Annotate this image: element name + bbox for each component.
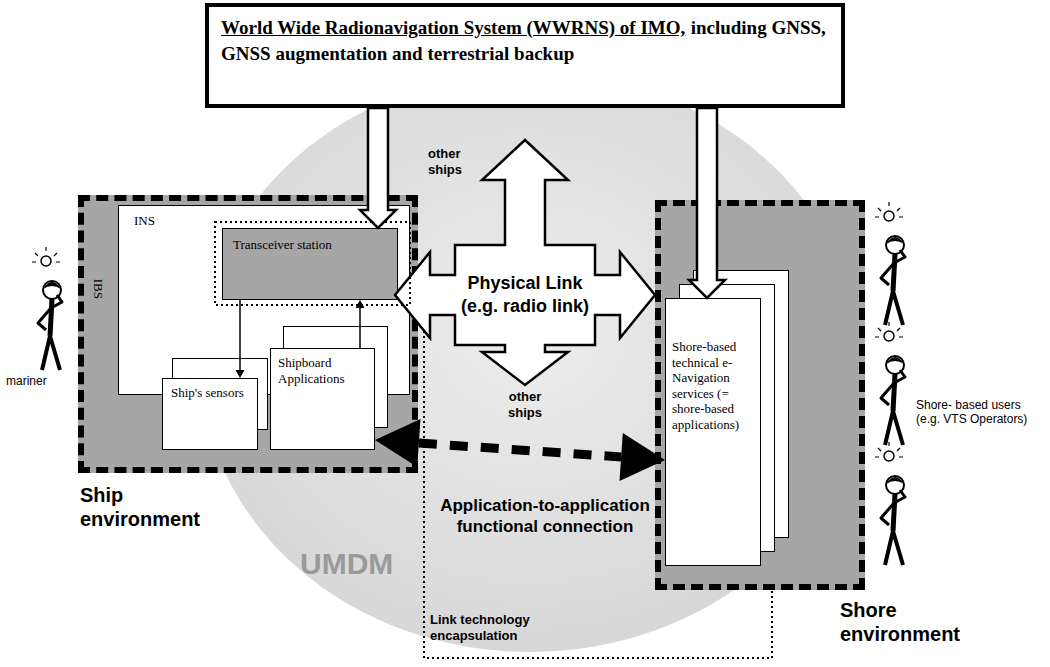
shore-environment-region: Shore environmentShore-based technical e… [655,200,865,590]
text-block: World Wide Radionavigation System (WWRNS… [221,15,829,67]
node-text: Shore-based technical e-Navigation servi… [672,339,754,433]
text-holder: Shore environment [840,598,990,646]
text-holder: Application-to-application functional co… [430,495,660,537]
text-holder: other ships [428,146,478,177]
sensor-box: Ship's sensors [162,378,258,450]
arrow-head [236,370,245,378]
cross-arrow-outline [395,140,655,385]
arrow-head [375,419,421,467]
application-box: Shipboard Applications [270,348,375,450]
node-label: INS [134,213,174,229]
connection-label: Application-to-application functional co… [430,495,660,537]
node-text: Ship's sensors [171,385,249,401]
hollow-arrow [689,108,725,298]
text-holder: Physical Link (e.g. radio link) [460,272,590,318]
arrow-head [620,433,666,481]
user-figure [875,442,905,565]
text-holder: IBS [84,281,112,297]
dashed-shaft [419,443,621,457]
arrow-shaft [239,300,241,370]
text-holder: Ship environment [80,483,230,531]
user-figure [875,202,905,325]
text-holder: Link technology encapsulation [430,612,570,643]
node-label: Shore environment [840,598,990,646]
connector [689,108,725,298]
region-label: Link technology encapsulation [430,612,570,643]
connector [356,300,365,348]
text-holder: other ships [500,389,550,420]
ibs-region: IBS INS Transceiver stationShip's sensors S… [84,201,412,467]
connector [360,108,396,228]
arrow-head [356,300,365,308]
user-figure [875,322,905,445]
transceiver-box: Transceiver station [222,228,398,300]
ins-box: INSTransceiver stationShip's sensorsShip… [118,205,410,395]
text-holder: mariner [6,374,66,388]
system-box: World Wide Radionavigation System (WWRNS… [205,3,845,108]
connector [236,300,245,378]
arrow-shaft [359,308,361,348]
person-label: mariner [6,374,66,388]
node-label: other ships [500,389,550,420]
hollow-arrow [360,108,396,228]
service-page: Shore-based technical e-Navigation servi… [665,298,761,566]
node-label: Physical Link (e.g. radio link) [460,272,590,318]
physical-link-arrow: other shipsPhysical Link (e.g. radio lin… [390,135,660,425]
watermark-label: UMDM [300,546,420,582]
node-label: other ships [428,146,478,177]
ship-environment-region: Ship environmentIBSINSTransceiver statio… [78,195,418,473]
node-text: Transceiver station [233,237,387,253]
node-label: Ship environment [80,483,230,531]
mariner-figure [32,247,62,370]
text-holder: UMDM [300,546,420,582]
text-holder: Shore- based users (e.g. VTS Operators) [916,398,1044,427]
text-holder: INS [134,213,174,229]
encapsulation-outline [215,222,410,305]
person-label: Shore- based users (e.g. VTS Operators) [916,398,1044,427]
connector [375,419,665,481]
node-label: IBS [90,275,106,303]
node-text: World Wide Radionavigation System (WWRNS… [221,17,685,38]
node-text: Shipboard Applications [278,355,367,386]
